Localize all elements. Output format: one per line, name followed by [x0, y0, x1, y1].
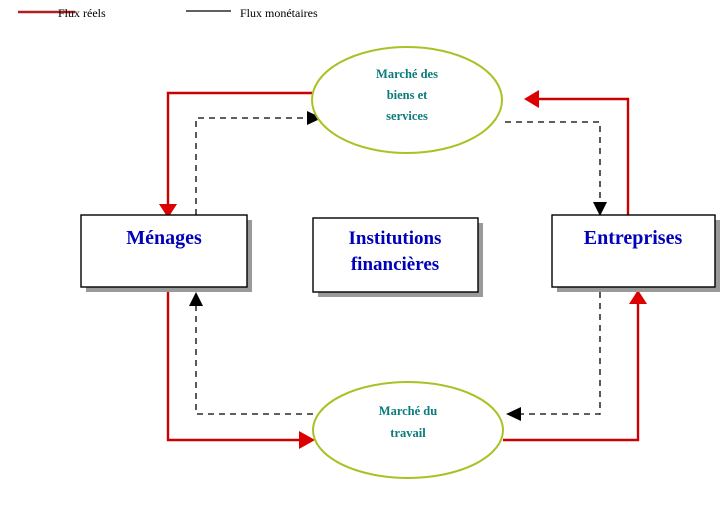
marche-travail-ellipse[interactable] [312, 381, 504, 479]
marche-biens-services-line-1: Marché des [376, 67, 438, 81]
marche-biens-services-line-2: biens et [387, 88, 428, 102]
arrowhead-biens-vers-menages [159, 204, 177, 218]
agent-institutions-financieres[interactable]: Institutions financières [312, 217, 483, 297]
marche-travail-line-1: Marché du [379, 404, 437, 418]
legend-item-flux-monetaires: Flux monétaires [186, 6, 318, 20]
arrowhead-menages-vers-travail [299, 431, 315, 449]
flux-monetaires-group [189, 111, 607, 421]
institutions-financieres-line-1: Institutions [349, 228, 442, 249]
entreprises-box[interactable] [551, 214, 716, 288]
flow-biens-vers-menages [159, 91, 312, 218]
arrowhead-entreprises-vers-travail [506, 407, 521, 421]
flow-line-menages-vers-travail [166, 290, 300, 442]
market-marche-travail[interactable]: Marché du travail [312, 381, 504, 479]
flux-reels-group [159, 90, 647, 449]
flow-entreprises-vers-travail [506, 292, 601, 421]
marche-travail-line-2: travail [390, 426, 426, 440]
entreprises-label: Entreprises [584, 227, 683, 249]
flow-menages-vers-travail [166, 290, 315, 449]
institutions-financieres-box[interactable] [312, 217, 479, 293]
flow-line-biens-vers-menages [166, 91, 312, 206]
agent-menages[interactable]: Ménages [80, 214, 252, 292]
flow-line-travail-vers-menages [195, 305, 313, 415]
flow-biens-vers-entreprises [505, 121, 607, 216]
legend-label-flux-reels: Flux réels [58, 6, 106, 20]
legend-label-flux-monetaires: Flux monétaires [240, 6, 318, 20]
legend: Flux réels Flux monétaires [18, 6, 318, 20]
flow-menages-vers-biens [195, 111, 322, 215]
flow-line-menages-vers-biens [195, 117, 305, 215]
menages-box[interactable] [80, 214, 248, 288]
arrowhead-entreprises-vers-biens [524, 90, 539, 108]
legend-item-flux-reels: Flux réels [18, 6, 106, 20]
arrowhead-biens-vers-entreprises [593, 202, 607, 216]
arrowhead-travail-vers-entreprises [629, 290, 647, 304]
marche-biens-services-ellipse[interactable] [311, 46, 503, 154]
agent-entreprises[interactable]: Entreprises [551, 214, 720, 292]
flow-travail-vers-menages [189, 292, 313, 415]
menages-label: Ménages [126, 227, 202, 249]
flow-line-entreprises-vers-travail [520, 292, 601, 415]
flow-travail-vers-entreprises [503, 290, 647, 442]
flow-line-entreprises-vers-biens [537, 97, 630, 215]
arrowhead-menages-vers-biens [307, 111, 322, 125]
institutions-financieres-line-2: financières [351, 254, 439, 275]
marche-biens-services-line-3: services [386, 109, 428, 123]
flow-line-biens-vers-entreprises [505, 121, 601, 203]
flow-entreprises-vers-biens [524, 90, 630, 215]
market-marche-biens-services[interactable]: Marché des biens et services [311, 46, 503, 154]
arrowhead-travail-vers-menages [189, 292, 203, 306]
flow-line-travail-vers-entreprises [503, 302, 640, 442]
